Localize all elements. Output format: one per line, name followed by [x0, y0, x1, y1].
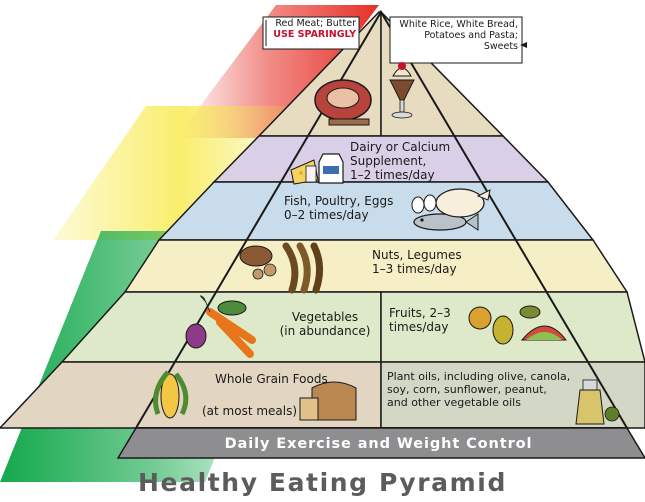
top-right-line-2: Potatoes and Pasta;	[392, 30, 518, 41]
fish-line-1: Fish, Poultry, Eggs	[284, 194, 393, 208]
oils-line-3: and other vegetable oils	[387, 396, 570, 409]
top-right-line-3: Sweets	[392, 41, 518, 52]
fish-line-2: 0–2 times/day	[284, 208, 393, 222]
vegetables-line-2: (in abundance)	[270, 324, 380, 338]
fruits-line-2: times/day	[389, 320, 451, 334]
dairy-line-3: 1–2 times/day	[350, 168, 450, 182]
dairy-label: Dairy or Calcium Supplement, 1–2 times/d…	[350, 140, 450, 182]
whole-grain-line-1: Whole Grain Foods	[215, 372, 328, 386]
fruits-label: Fruits, 2–3 times/day	[389, 306, 451, 334]
top-left-label: Red Meat; Butter USE SPARINGLY	[268, 18, 356, 40]
vegetables-label: Vegetables (in abundance)	[270, 310, 380, 338]
dairy-line-1: Dairy or Calcium	[350, 140, 450, 154]
top-left-line-1: Red Meat; Butter	[268, 18, 356, 29]
whole-grain-label: Whole Grain Foods	[215, 372, 328, 386]
top-right-line-1: White Rice, White Bread,	[392, 19, 518, 30]
whole-grain-line-2: (at most meals)	[202, 404, 297, 418]
milk-carton-icon	[319, 154, 343, 183]
oils-line-2: soy, corn, sunflower, peanut,	[387, 383, 570, 396]
nuts-label: Nuts, Legumes 1–3 times/day	[372, 248, 462, 276]
nuts-line-2: 1–3 times/day	[372, 262, 462, 276]
vegetables-line-1: Vegetables	[270, 310, 380, 324]
nuts-line-1: Nuts, Legumes	[372, 248, 462, 262]
exercise-label: Daily Exercise and Weight Control	[123, 431, 634, 457]
dairy-line-2: Supplement,	[350, 154, 450, 168]
use-sparingly-warning: USE SPARINGLY	[268, 29, 356, 40]
whole-grain-meals: (at most meals)	[202, 404, 297, 418]
fruits-line-1: Fruits, 2–3	[389, 306, 451, 320]
oils-line-1: Plant oils, including olive, canola,	[387, 370, 570, 383]
pyramid-title: Healthy Eating Pyramid	[0, 466, 645, 500]
top-right-label: White Rice, White Bread, Potatoes and Pa…	[392, 19, 518, 53]
oils-label: Plant oils, including olive, canola, soy…	[387, 370, 570, 410]
fish-label: Fish, Poultry, Eggs 0–2 times/day	[284, 194, 393, 222]
